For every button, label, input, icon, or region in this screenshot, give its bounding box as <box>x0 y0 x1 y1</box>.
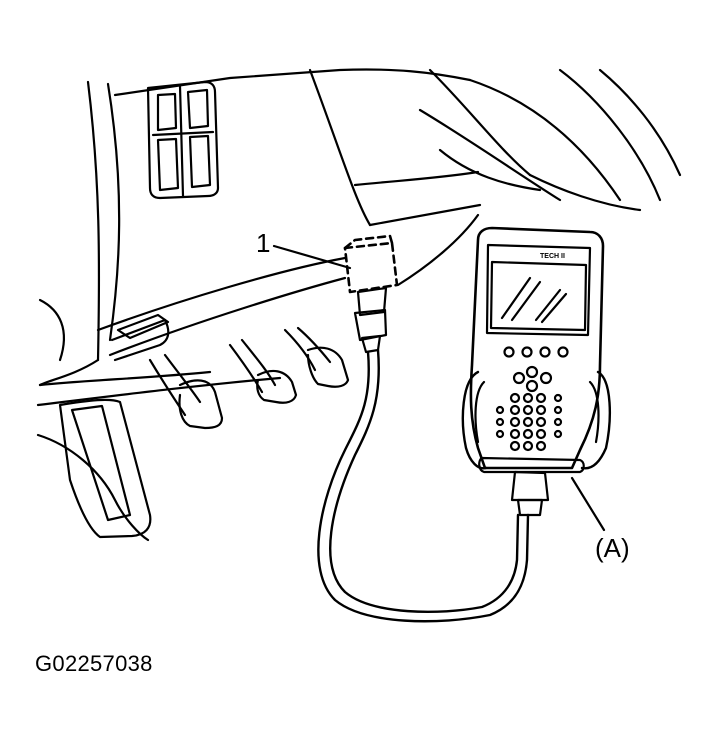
callout-1-label: 1 <box>256 228 271 258</box>
floor-footrest <box>36 376 282 542</box>
scan-tool <box>461 226 612 517</box>
steering-column <box>418 68 682 212</box>
callout-1-leader <box>272 244 352 270</box>
cable-plug <box>353 286 388 354</box>
dlc-connector <box>343 234 399 294</box>
dashboard-panel <box>38 68 482 387</box>
figure-code: G02257038 <box>35 651 153 676</box>
tool-cable <box>317 348 530 623</box>
pedals <box>148 326 350 430</box>
callout-a-leader <box>570 476 606 532</box>
air-vent <box>146 80 220 200</box>
tool-screen-label: TECH II <box>540 253 565 260</box>
lower-trim <box>38 313 212 387</box>
callout-a-label: (A) <box>595 533 630 563</box>
